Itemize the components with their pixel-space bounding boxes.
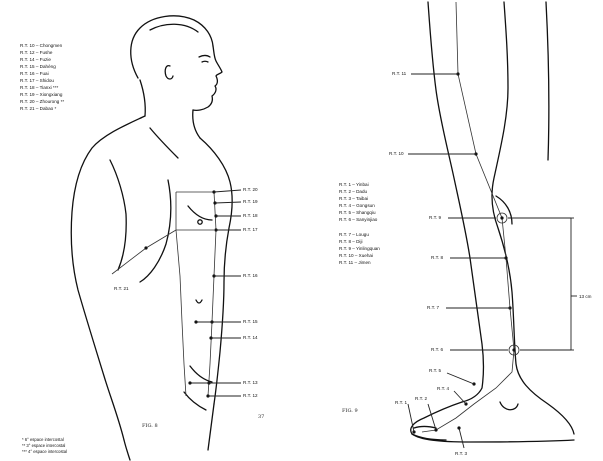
left-legend: R.T. 10 – Chongmen R.T. 12 – Fushe R.T. …	[20, 43, 64, 111]
right-page: R.T. 1 – Yinbai R.T. 2 – Dadu R.T. 3 – T…	[339, 2, 592, 456]
point-label: R.T. 2	[415, 396, 427, 401]
left-legend-line: R.T. 17 – Shidou	[20, 78, 54, 83]
figure-caption: FIG. 8	[142, 423, 158, 429]
point-label: R.T. 21	[114, 286, 129, 291]
measure-label: 13 cm	[579, 294, 592, 299]
point-label: R.T. 4	[437, 386, 449, 391]
point-label: R.T. 14	[243, 335, 258, 340]
footnote-line: ** 3° espace intercostal	[22, 443, 65, 448]
right-legend-line: R.T. 10 – Xuehai	[339, 253, 373, 258]
right-legend-line: R.T. 5 – Shangqiu	[339, 210, 376, 215]
right-legend-line: R.T. 1 – Yinbai	[339, 182, 369, 187]
left-legend-line: R.T. 15 – Dahèng	[20, 64, 56, 69]
point-label: R.T. 20	[243, 187, 258, 192]
right-legend-line: R.T. 3 – Taibai	[339, 196, 368, 201]
right-legend-line: R.T. 8 – Diji	[339, 239, 362, 244]
left-legend-line: R.T. 21 – Dabao *	[20, 106, 56, 111]
point-label: R.T. 10	[389, 151, 404, 156]
left-legend-line: R.T. 14 – Fuzie	[20, 57, 51, 62]
right-legend-line: R.T. 11 – Jimen	[339, 260, 371, 265]
point-label: R.T. 18	[243, 213, 258, 218]
left-legend-line: R.T. 20 – Zhourong **	[20, 99, 64, 104]
left-legend-line: R.T. 19 – Xiongxiang	[20, 92, 63, 97]
point-label: R.T. 9	[429, 215, 441, 220]
right-legend-line: R.T. 9 – Yinlingquan	[339, 246, 380, 251]
point-label: R.T. 6	[431, 347, 443, 352]
point-label: R.T. 11	[392, 71, 407, 76]
left-acupoints: R.T. 20 R.T. 19 R.T. 18 R.T. 17 R.T. 16 …	[114, 187, 258, 398]
figure-caption: FIG. 9	[342, 408, 358, 414]
right-legend: R.T. 1 – Yinbai R.T. 2 – Dadu R.T. 3 – T…	[339, 182, 380, 265]
nipple-mark	[198, 220, 202, 224]
point-label: R.T. 19	[243, 199, 258, 204]
right-legend-line: R.T. 4 – Gongsun	[339, 203, 375, 208]
point-label: R.T. 12	[243, 393, 258, 398]
left-legend-line: R.T. 16 – Fuai	[20, 71, 49, 76]
point-label: R.T. 13	[243, 380, 258, 385]
point-label: R.T. 8	[431, 255, 443, 260]
footnote-line: *** 4° espace intercostal	[22, 449, 67, 454]
left-page: R.T. 10 – Chongmen R.T. 12 – Fushe R.T. …	[20, 16, 264, 460]
leg-figure-outline	[411, 2, 574, 442]
right-legend-line: R.T. 7 – Lougu	[339, 232, 369, 237]
page-number: 37	[258, 414, 264, 420]
left-footnotes: * 6° espace intercostal ** 3° espace int…	[22, 437, 67, 454]
right-legend-line: R.T. 6 – Sanyinjiao	[339, 217, 378, 222]
point-label: R.T. 3	[455, 451, 467, 456]
left-legend-line: R.T. 12 – Fushe	[20, 50, 53, 55]
right-legend-line: R.T. 2 – Dadu	[339, 189, 368, 194]
left-legend-line: R.T. 18 – Tianxi ***	[20, 85, 59, 90]
left-meridian-path	[112, 192, 216, 396]
footnote-line: * 6° espace intercostal	[22, 437, 64, 442]
measurement-bracket: 13 cm	[568, 218, 592, 350]
right-acupoints: R.T. 11 R.T. 10 R.T. 9 R.T. 8 R.T. 7 R.T…	[389, 71, 571, 456]
point-label: R.T. 16	[243, 273, 258, 278]
point-label: R.T. 15	[243, 319, 258, 324]
point-label: R.T. 17	[243, 227, 258, 232]
point-label: R.T. 5	[429, 368, 441, 373]
point-label: R.T. 1	[395, 400, 407, 405]
left-legend-line: R.T. 10 – Chongmen	[20, 43, 63, 48]
point-label: R.T. 7	[427, 305, 439, 310]
